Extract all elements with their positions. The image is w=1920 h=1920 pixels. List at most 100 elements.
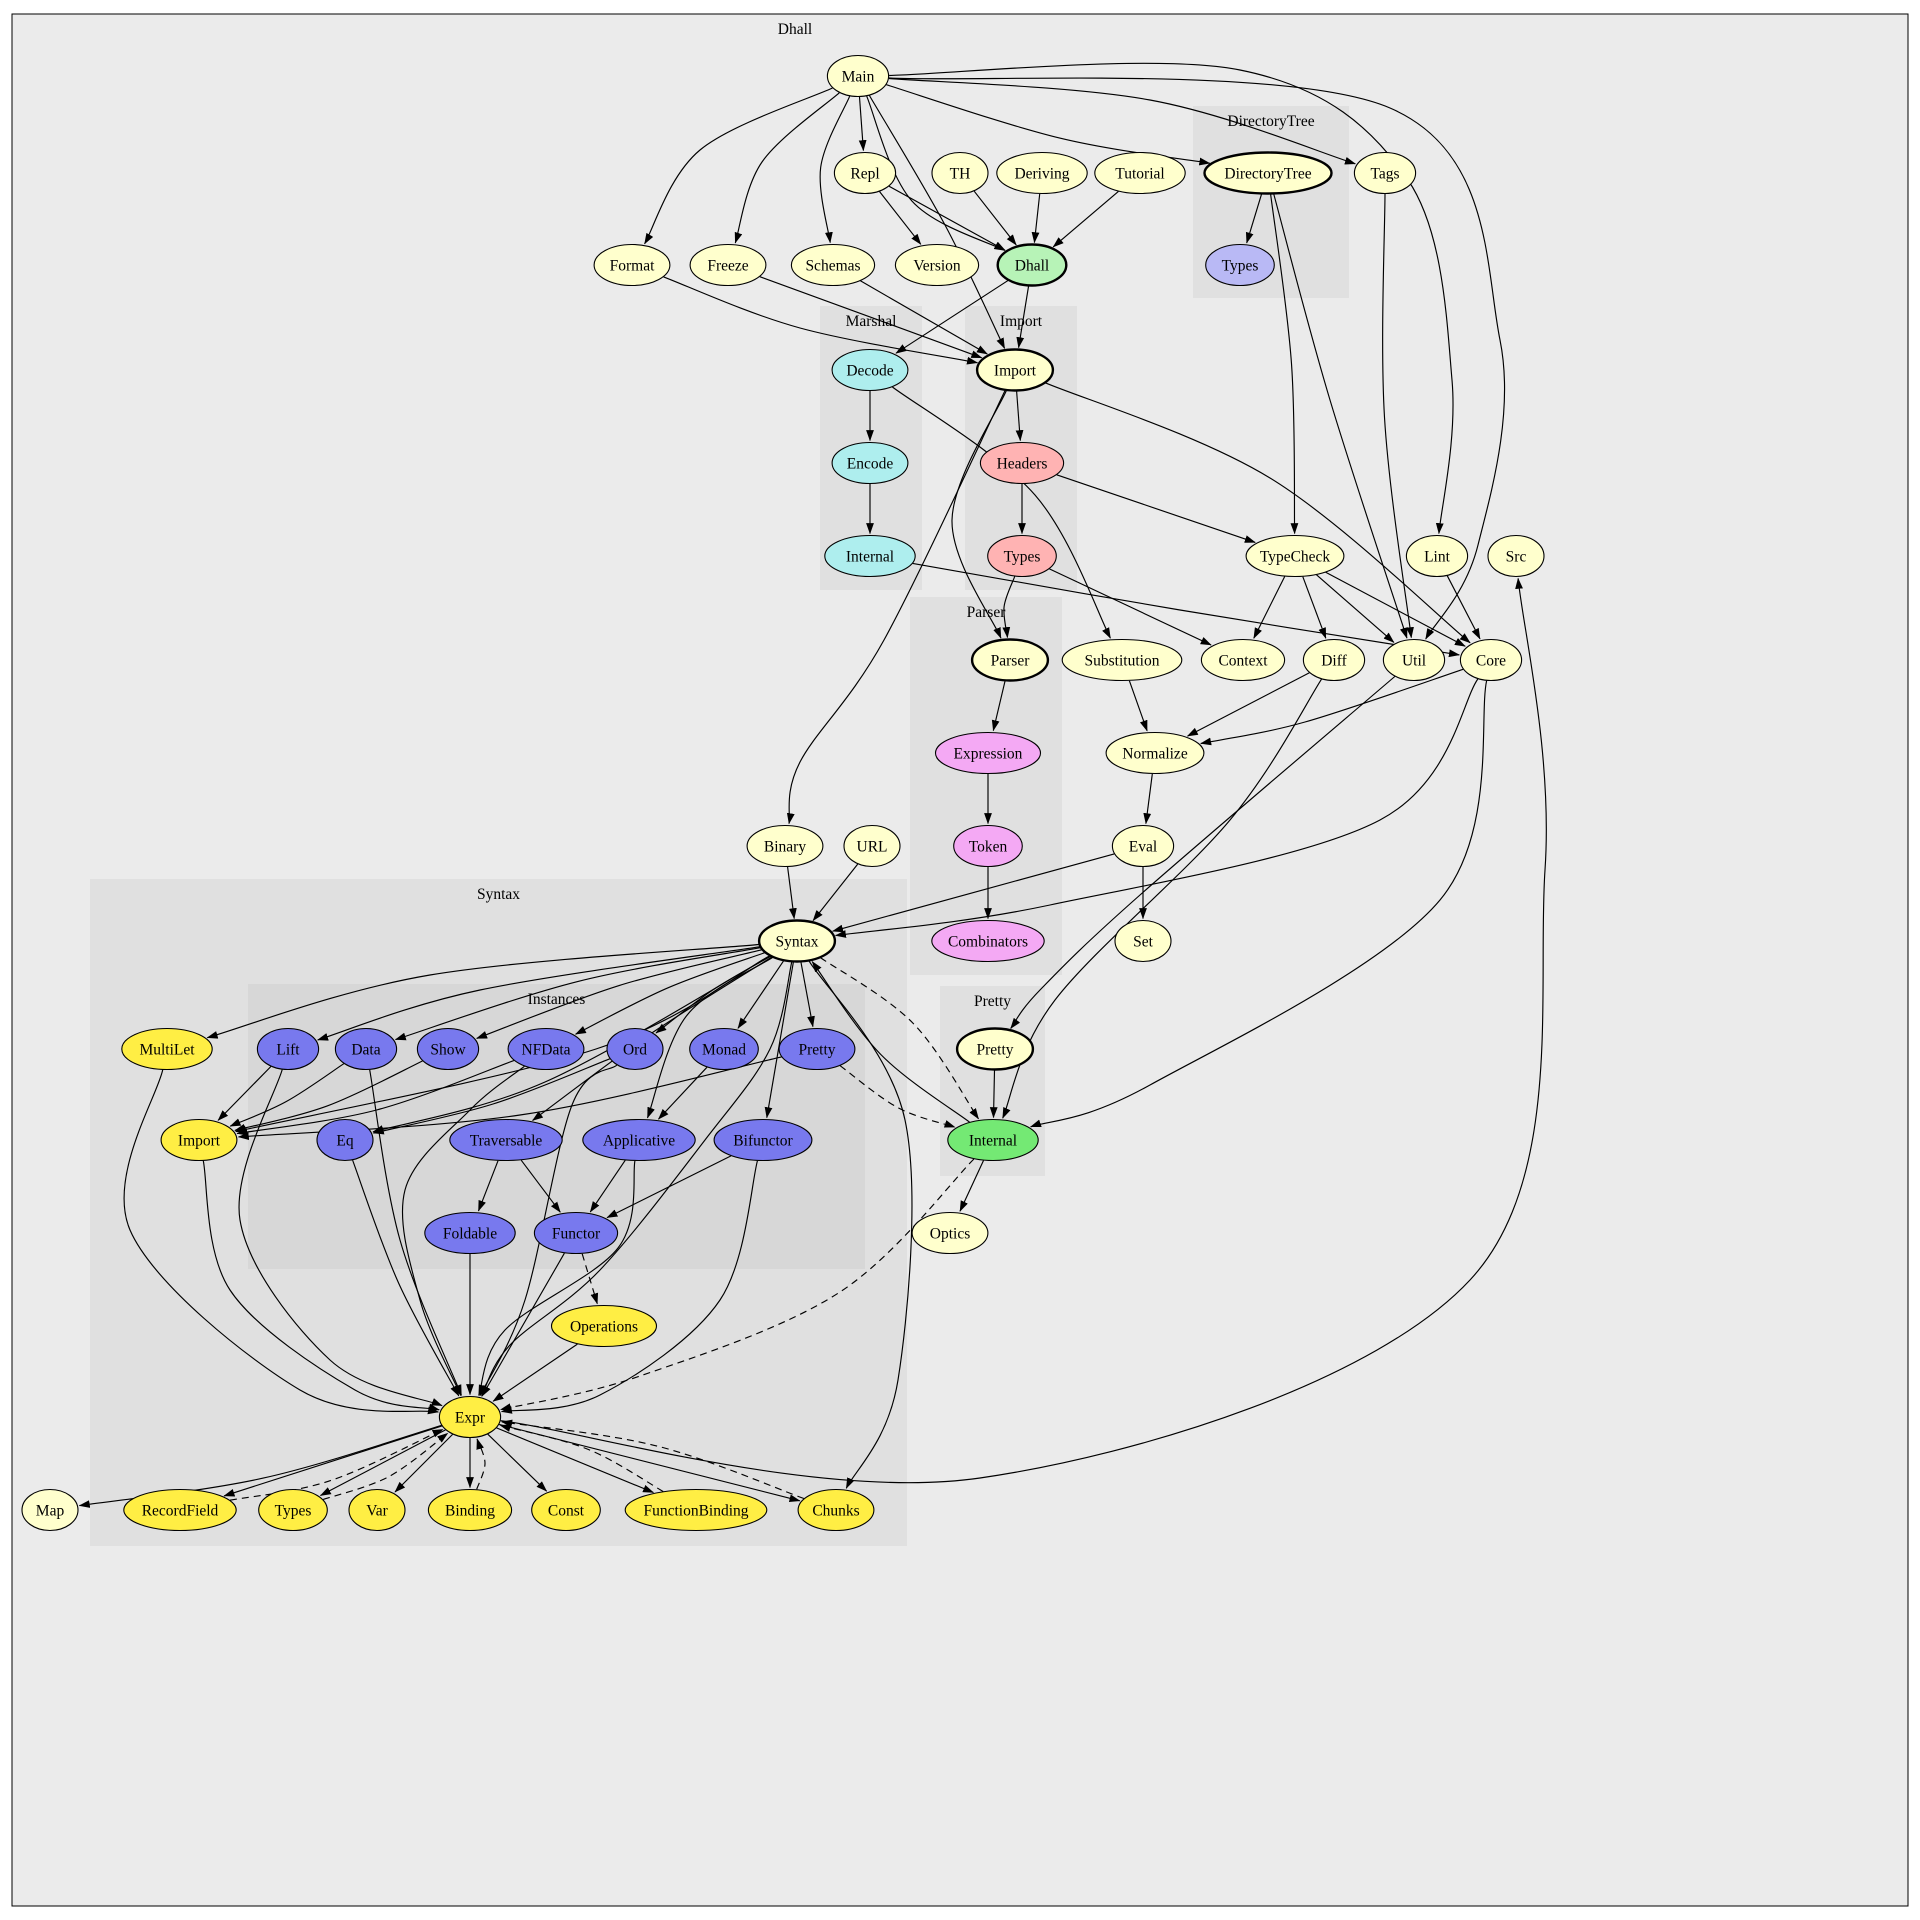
edge-main-import (868, 95, 1006, 350)
node-functor: Functor (533, 1211, 619, 1255)
node-ellipse-substitution (1061, 638, 1183, 682)
node-substitution: Substitution (1061, 638, 1183, 682)
node-headers: Headers (979, 441, 1065, 485)
node-ellipse-deriving (996, 151, 1088, 195)
node-label-th: TH (950, 165, 971, 182)
edge-normalize-eval (1143, 773, 1153, 825)
node-operations: Operations (550, 1304, 658, 1348)
node-label-typecheck: TypeCheck (1260, 548, 1331, 565)
edge-main-freeze (734, 92, 840, 244)
edge-traversable-functor (520, 1159, 561, 1213)
node-i_types: Types (987, 534, 1057, 578)
node-ellipse-nfdata (507, 1027, 585, 1071)
edge-main-dirtree (886, 84, 1211, 166)
edge-i_types-context (1049, 568, 1212, 646)
node-token: Token (953, 824, 1023, 868)
node-syntax: Syntax (757, 919, 837, 963)
node-ellipse-lift (256, 1027, 320, 1071)
node-const: Const (531, 1488, 601, 1532)
node-label-functionbinding: FunctionBinding (643, 1502, 748, 1519)
edge-syntax-nfdata (574, 952, 766, 1035)
node-label-eval: Eval (1129, 838, 1157, 855)
node-decode: Decode (831, 348, 909, 392)
node-label-diff: Diff (1321, 652, 1347, 669)
edge-pretty-p_internal (989, 1069, 998, 1119)
edge-p_internal-syntax (811, 961, 970, 1123)
node-label-p_internal: Internal (969, 1132, 1017, 1149)
edge-monad-applicative (658, 1066, 708, 1120)
node-applicative: Applicative (582, 1118, 696, 1162)
cluster-label-marshal: Marshal (846, 313, 897, 330)
node-label-schemas: Schemas (805, 257, 860, 274)
edge-main-util (888, 77, 1506, 640)
node-eq: Eq (316, 1118, 374, 1162)
node-normalize: Normalize (1105, 731, 1205, 775)
node-m_internal: Internal (824, 534, 916, 578)
node-ellipse-expr (438, 1395, 502, 1439)
edge-binary-syntax (787, 866, 797, 920)
edge-expr-src (500, 577, 1547, 1484)
edge-th-dhall (973, 190, 1017, 246)
edge-functionbinding-expr (499, 1424, 664, 1493)
node-ellipse-normalize (1105, 731, 1205, 775)
node-label-chunks: Chunks (812, 1502, 859, 1519)
node-label-util: Util (1402, 652, 1426, 669)
node-ellipse-decode (831, 348, 909, 392)
node-label-freeze: Freeze (707, 257, 748, 274)
node-label-core: Core (1476, 652, 1506, 669)
edge-expr-const (487, 1433, 548, 1492)
edge-syntax-expr (481, 961, 793, 1397)
node-label-m_internal: Internal (846, 548, 894, 565)
node-expr: Expr (438, 1395, 502, 1439)
node-dirtree: DirectoryTree (1203, 151, 1333, 195)
node-ellipse-s_types (258, 1488, 328, 1532)
edge-syntax-eq (372, 955, 771, 1133)
node-parser: Parser (970, 638, 1050, 682)
edge-freeze-import (759, 276, 983, 359)
node-functionbinding: FunctionBinding (624, 1488, 768, 1532)
node-ellipse-combinators (931, 919, 1045, 963)
node-var: Var (348, 1488, 406, 1532)
node-ellipse-binding (427, 1488, 513, 1532)
edge-s_types-expr (322, 1432, 449, 1501)
node-label-i_pretty: Pretty (798, 1041, 835, 1058)
node-ellipse-core (1459, 638, 1523, 682)
edge-applicative-functor (589, 1159, 626, 1213)
node-deriving: Deriving (996, 151, 1088, 195)
edge-syntax-monad (737, 960, 785, 1029)
edge-ord-eq (372, 1058, 611, 1135)
node-label-parser: Parser (991, 652, 1031, 669)
edge-lint-core (1446, 575, 1481, 640)
node-tutorial: Tutorial (1094, 151, 1186, 195)
edge-syntax-i_pretty (800, 961, 815, 1028)
edge-format-import (663, 276, 979, 365)
cluster-label-dhall: Dhall (778, 21, 812, 38)
edge-nfdata-expr (401, 1065, 525, 1397)
node-expression: Expression (934, 731, 1042, 775)
edge-dirtree-dt_types (1245, 193, 1263, 244)
node-label-multilet: MultiLet (139, 1041, 195, 1058)
node-combinators: Combinators (931, 919, 1045, 963)
node-label-dt_types: Types (1222, 257, 1259, 274)
node-label-expr: Expr (455, 1409, 486, 1426)
node-ellipse-version (894, 243, 980, 287)
node-label-const: Const (548, 1502, 585, 1519)
edge-diff-normalize (1186, 672, 1310, 737)
node-traversable: Traversable (449, 1118, 563, 1162)
node-label-url: URL (857, 838, 888, 855)
node-schemas: Schemas (790, 243, 876, 287)
node-label-s_types: Types (275, 1502, 312, 1519)
edge-traversable-foldable (477, 1160, 499, 1212)
node-ellipse-i_types (987, 534, 1057, 578)
edge-binding-expr (476, 1438, 486, 1490)
edge-import-binary (786, 390, 1006, 825)
edge-main-format (644, 87, 833, 245)
node-ellipse-ord (606, 1027, 664, 1071)
node-ellipse-tags (1353, 151, 1417, 195)
node-dhall: Dhall (996, 243, 1068, 287)
node-chunks: Chunks (797, 1488, 875, 1532)
edge-syntax-multilet (206, 943, 760, 1039)
edge-expr-map (78, 1424, 442, 1508)
edge-i_types-parser (1002, 576, 1016, 639)
node-optics: Optics (911, 1211, 989, 1255)
